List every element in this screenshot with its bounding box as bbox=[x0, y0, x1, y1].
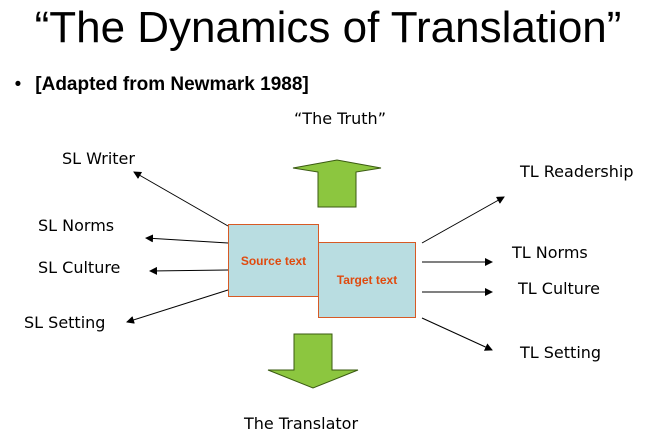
arrow-sl-norms bbox=[145, 234, 229, 244]
sl-writer-label: SL Writer bbox=[62, 149, 135, 168]
target-text-box: Target text bbox=[318, 242, 416, 318]
bullet-dot: • bbox=[14, 74, 22, 95]
arrow-sl-culture bbox=[149, 266, 229, 275]
source-text-box: Source text bbox=[228, 224, 319, 297]
arrow-tl-readership bbox=[421, 196, 505, 244]
bullet-text: [Adapted from Newmark 1988] bbox=[35, 74, 309, 95]
tl-norms-label: TL Norms bbox=[512, 243, 588, 262]
tl-setting-label: TL Setting bbox=[520, 343, 602, 362]
arrow-sl-setting bbox=[126, 289, 229, 324]
arrow-sl-writer bbox=[133, 171, 229, 227]
arrow-tl-setting bbox=[421, 317, 493, 351]
truth-label: “The Truth” bbox=[294, 109, 386, 128]
slide-title: “The Dynamics of Translation” bbox=[34, 3, 622, 52]
tl-culture-label: TL Culture bbox=[518, 279, 601, 298]
bullet-item: • [Adapted from Newmark 1988] bbox=[6, 74, 309, 96]
translator-label: The Translator bbox=[244, 414, 359, 433]
sl-culture-label: SL Culture bbox=[38, 258, 121, 277]
tl-readership-label: TL Readership bbox=[520, 162, 634, 181]
sl-norms-label: SL Norms bbox=[38, 216, 115, 235]
up-block-arrow bbox=[292, 159, 382, 208]
down-block-arrow bbox=[267, 333, 359, 389]
sl-setting-label: SL Setting bbox=[24, 313, 106, 332]
